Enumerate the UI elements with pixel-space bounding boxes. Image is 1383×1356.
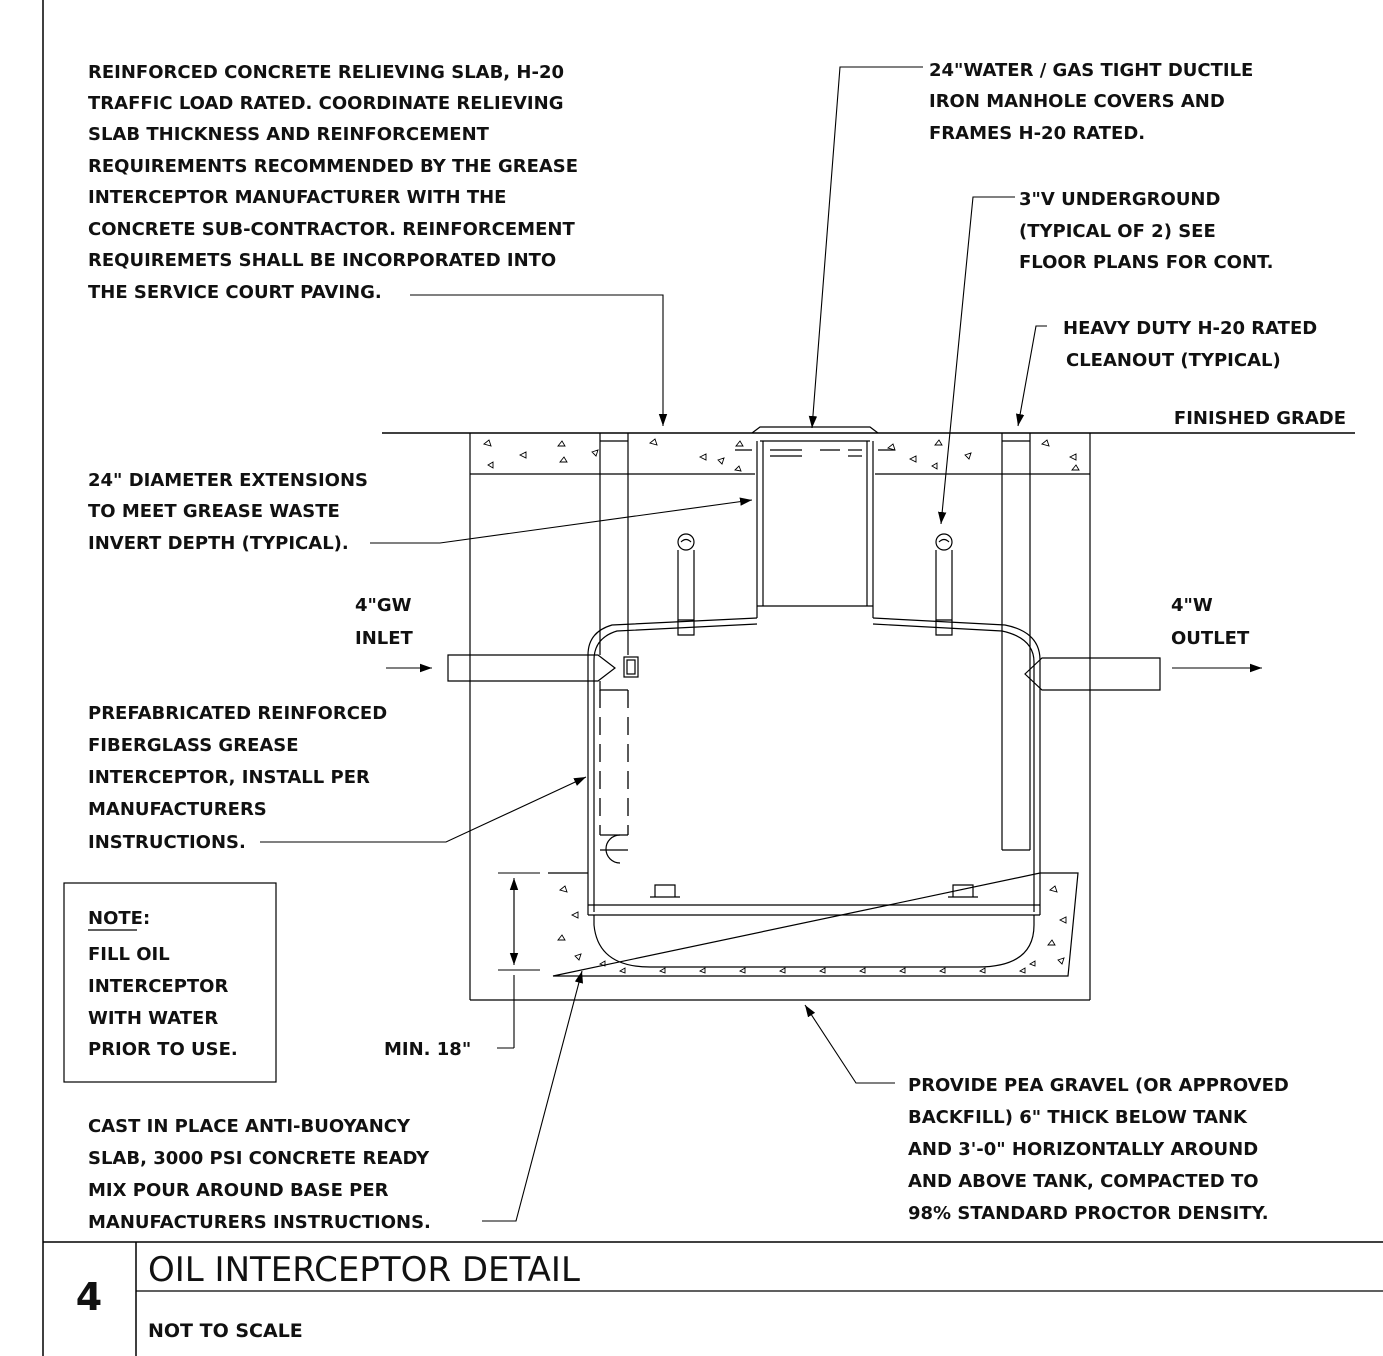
outlet-riser — [1001, 433, 1161, 851]
relieving-slab-note-line: REQUIREMENTS RECOMMENDED BY THE GREASE — [88, 156, 578, 177]
title-block: 4 OIL INTERCEPTOR DETAIL NOT TO SCALE — [76, 1250, 580, 1342]
detail-number: 4 — [76, 1275, 102, 1319]
vent-note-line: (TYPICAL OF 2) SEE — [1019, 221, 1216, 242]
interceptor-note-line: PREFABRICATED REINFORCED — [88, 703, 387, 724]
sheet-border — [42, 0, 1383, 1356]
finished-grade-label: FINISHED GRADE — [1174, 408, 1346, 429]
vent-note-line: 3"V UNDERGROUND — [1019, 189, 1220, 210]
interceptor-note-line: INSTRUCTIONS. — [88, 832, 246, 853]
relieving-slab-note-line: CONCRETE SUB-CONTRACTOR. REINFORCEMENT — [88, 219, 575, 240]
anti-buoyancy-note-line: MANUFACTURERS INSTRUCTIONS. — [88, 1212, 431, 1233]
inlet-riser — [447, 433, 639, 864]
interceptor-tank — [587, 617, 1041, 968]
manhole-frame — [735, 426, 895, 618]
extensions-note-line: 24" DIAMETER EXTENSIONS — [88, 470, 368, 491]
interceptor-note-line: MANUFACTURERS — [88, 799, 267, 820]
cleanout-note-line: CLEANOUT (TYPICAL) — [1066, 350, 1281, 371]
pea-gravel-note-line: BACKFILL) 6" THICK BELOW TANK — [908, 1107, 1248, 1128]
note-box — [63, 882, 277, 1083]
relieving-slab-note-line: REQUIREMETS SHALL BE INCORPORATED INTO — [88, 250, 556, 271]
pea-gravel-note-line: 98% STANDARD PROCTOR DENSITY. — [908, 1203, 1269, 1224]
note-line: INTERCEPTOR — [88, 976, 228, 997]
interceptor-note-line: FIBERGLASS GREASE — [88, 735, 299, 756]
scale-label: NOT TO SCALE — [148, 1320, 303, 1342]
interceptor-note-line: INTERCEPTOR, INSTALL PER — [88, 767, 370, 788]
inlet-size-label: 4"GW — [355, 595, 412, 616]
relieving-slab-note-line: REINFORCED CONCRETE RELIEVING SLAB, H-20 — [88, 62, 564, 83]
leader-lines — [260, 66, 1047, 1222]
outlet-size-label: 4"W — [1171, 595, 1213, 616]
relieving-slab-note-line: SLAB THICKNESS AND REINFORCEMENT — [88, 124, 490, 145]
manhole-note-line: IRON MANHOLE COVERS AND — [929, 91, 1225, 112]
manhole-note-line: FRAMES H-20 RATED. — [929, 123, 1145, 144]
extensions-note-line: TO MEET GREASE WASTE — [88, 501, 340, 522]
anti-buoyancy-note-line: CAST IN PLACE ANTI-BUOYANCY — [88, 1116, 411, 1137]
extensions-note-line: INVERT DEPTH (TYPICAL). — [88, 533, 349, 554]
min-depth-label: MIN. 18" — [384, 1039, 471, 1060]
relieving-slab — [382, 432, 1355, 1001]
vent-note-line: FLOOR PLANS FOR CONT. — [1019, 252, 1273, 273]
relieving-slab-note-line: INTERCEPTOR MANUFACTURER WITH THE — [88, 187, 506, 208]
note-heading: NOTE: — [88, 908, 150, 929]
anti-buoyancy-note-line: MIX POUR AROUND BASE PER — [88, 1180, 389, 1201]
anti-buoyancy-slab — [548, 872, 1079, 977]
vent-pipes — [677, 533, 953, 636]
relieving-slab-note-line: THE SERVICE COURT PAVING. — [88, 282, 382, 303]
min-depth-dimension — [497, 872, 540, 1049]
note-line: FILL OIL — [88, 944, 170, 965]
pea-gravel-note-line: AND ABOVE TANK, COMPACTED TO — [908, 1171, 1259, 1192]
relieving-slab-note-line: TRAFFIC LOAD RATED. COORDINATE RELIEVING — [88, 93, 563, 114]
cleanout-note-line: HEAVY DUTY H-20 RATED — [1063, 318, 1317, 339]
note-line: PRIOR TO USE. — [88, 1039, 238, 1060]
note-line: WITH WATER — [88, 1008, 218, 1029]
detail-title: OIL INTERCEPTOR DETAIL — [148, 1250, 580, 1290]
pea-gravel-note-line: AND 3'-0" HORIZONTALLY AROUND — [908, 1139, 1258, 1160]
manhole-note-line: 24"WATER / GAS TIGHT DUCTILE — [929, 60, 1253, 81]
inlet-label: INLET — [355, 628, 414, 649]
pea-gravel-note-line: PROVIDE PEA GRAVEL (OR APPROVED — [908, 1075, 1289, 1096]
outlet-label: OUTLET — [1171, 628, 1250, 649]
anti-buoyancy-note-line: SLAB, 3000 PSI CONCRETE READY — [88, 1148, 430, 1169]
